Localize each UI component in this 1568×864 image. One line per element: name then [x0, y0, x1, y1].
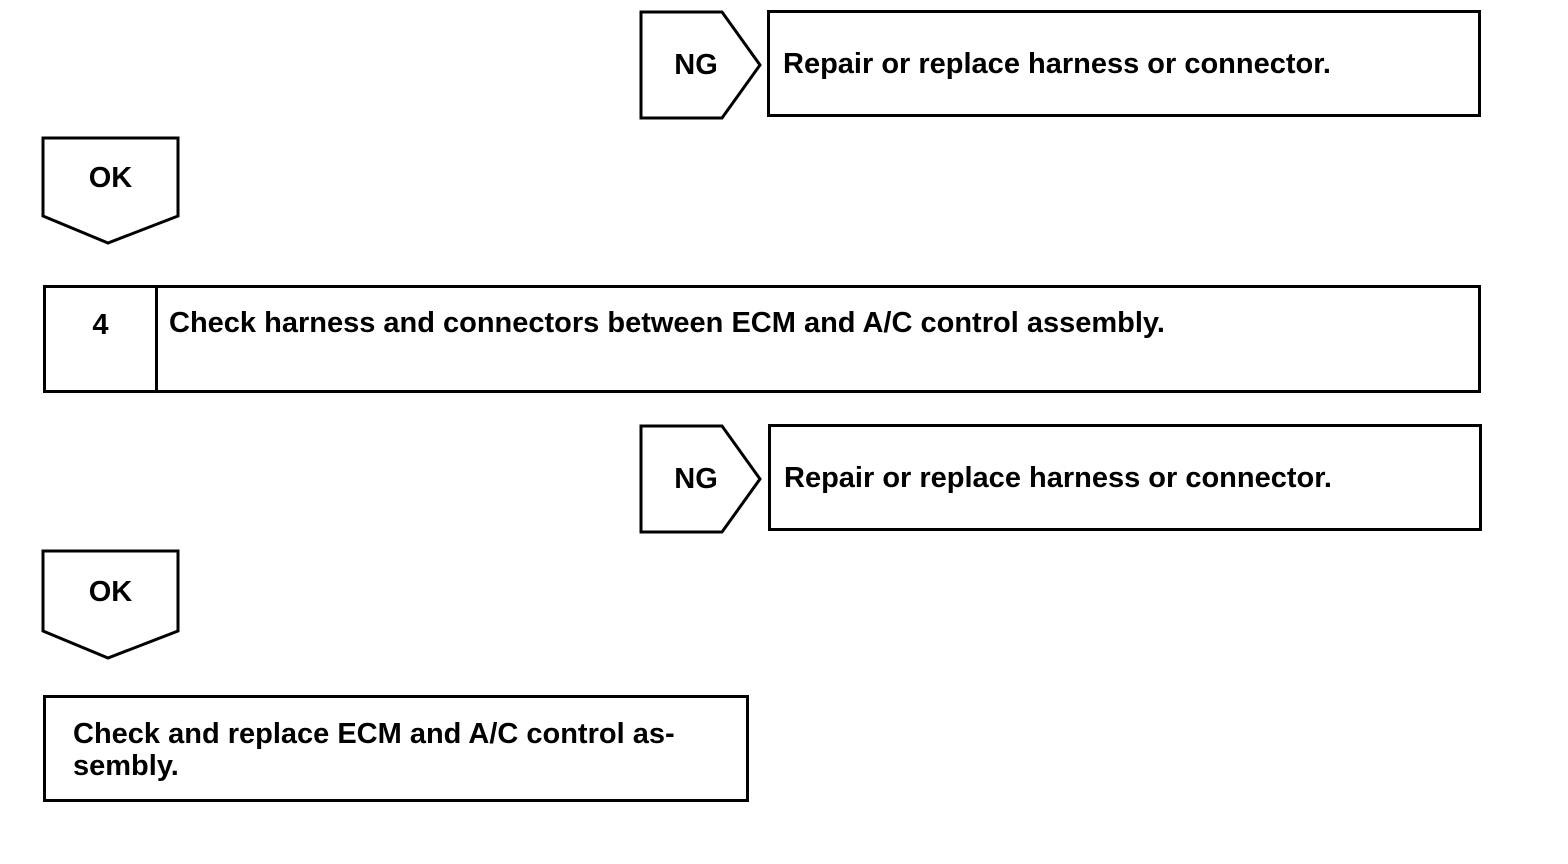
step-4-number: 4 — [92, 309, 109, 341]
ng-label-1: NG — [674, 49, 718, 81]
final-action-line-1: Check and replace ECM and A/C control as… — [73, 718, 675, 750]
ng-action-box-2 — [768, 424, 1482, 531]
final-action-line-2: sembly. — [73, 750, 179, 782]
step-4-box — [43, 285, 1481, 393]
ng-action-text-1: Repair or replace harness or connector. — [783, 48, 1331, 80]
step-4-title: Check harness and connectors between ECM… — [169, 307, 1165, 339]
ok-label-2: OK — [88, 576, 133, 608]
ng-action-box-1 — [767, 10, 1481, 117]
ok-label-1: OK — [88, 162, 133, 194]
ng-label-2: NG — [674, 463, 718, 495]
step-4-divider — [155, 286, 158, 392]
final-action-box — [43, 695, 749, 802]
ng-action-text-2: Repair or replace harness or connector. — [784, 462, 1332, 494]
